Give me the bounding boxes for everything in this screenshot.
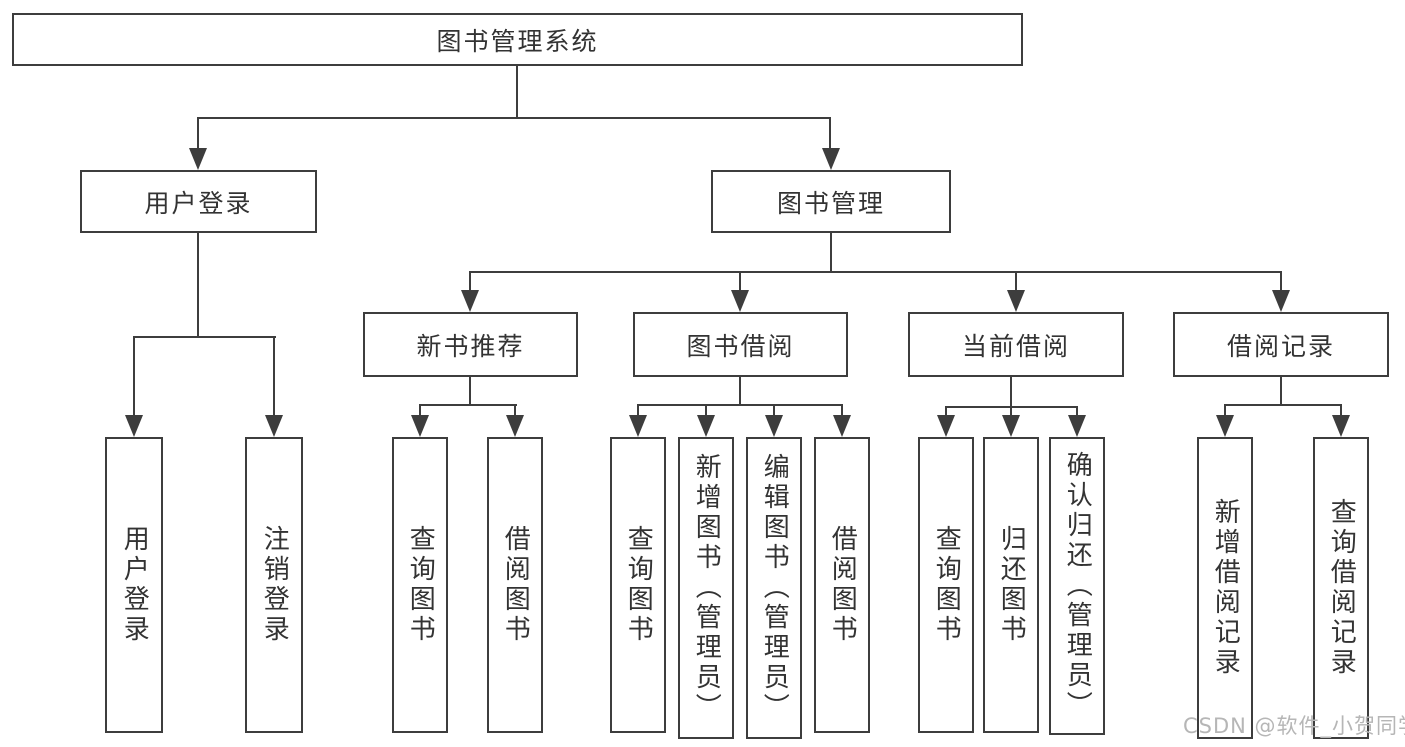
leaf-return-book: 归还图书 xyxy=(983,437,1039,733)
arrow-down-icon xyxy=(937,415,955,437)
leaf-logout: 注销登录 xyxy=(245,437,303,733)
connector-line xyxy=(841,404,843,420)
connector-line xyxy=(739,271,741,295)
connector-line xyxy=(739,375,741,406)
leaf-query-books-current: 查询图书 xyxy=(918,437,974,733)
connector-line xyxy=(1280,375,1282,406)
connector-line xyxy=(419,404,421,420)
arrow-down-icon xyxy=(1068,415,1086,437)
node-book-management: 图书管理 xyxy=(711,170,951,233)
connector-line xyxy=(1224,404,1342,406)
arrow-down-icon xyxy=(765,415,783,437)
node-user-login: 用户登录 xyxy=(80,170,317,233)
leaf-query-books-borrowing: 查询图书 xyxy=(610,437,666,733)
connector-line xyxy=(516,64,518,119)
leaf-query-borrow-record: 查询借阅记录 xyxy=(1313,437,1369,739)
arrow-down-icon xyxy=(461,290,479,312)
connector-line xyxy=(1015,271,1017,295)
node-book-borrowing: 图书借阅 xyxy=(633,312,848,377)
arrow-down-icon xyxy=(411,415,429,437)
leaf-confirm-return-admin: 确认归还（管理员） xyxy=(1049,437,1105,735)
connector-line xyxy=(773,404,775,420)
connector-line xyxy=(133,336,276,338)
connector-line xyxy=(197,231,199,338)
connector-line xyxy=(945,406,947,420)
arrow-down-icon xyxy=(1216,415,1234,437)
arrow-down-icon xyxy=(731,290,749,312)
connector-line xyxy=(829,117,831,155)
connector-line xyxy=(133,336,135,420)
connector-line xyxy=(637,404,843,406)
connector-line xyxy=(514,404,516,420)
leaf-user-login: 用户登录 xyxy=(105,437,163,733)
leaf-edit-book-admin: 编辑图书（管理员） xyxy=(746,437,802,739)
arrow-down-icon xyxy=(1007,290,1025,312)
leaf-add-borrow-record: 新增借阅记录 xyxy=(1197,437,1253,739)
connector-line xyxy=(1224,404,1226,420)
csdn-watermark: CSDN @软件_小贺同学 xyxy=(1183,714,1405,738)
leaf-query-books-recommend: 查询图书 xyxy=(392,437,448,733)
connector-line xyxy=(1280,271,1282,295)
arrow-down-icon xyxy=(265,415,283,437)
node-current-borrowing: 当前借阅 xyxy=(908,312,1124,377)
node-library-system: 图书管理系统 xyxy=(12,13,1023,66)
connector-line xyxy=(419,404,517,406)
connector-line xyxy=(637,404,639,420)
leaf-borrow-books-recommend: 借阅图书 xyxy=(487,437,543,733)
connector-line xyxy=(705,404,707,420)
connector-line xyxy=(273,336,275,420)
connector-line xyxy=(1010,406,1012,420)
arrow-down-icon xyxy=(697,415,715,437)
leaf-add-book-admin: 新增图书（管理员） xyxy=(678,437,734,739)
connector-line xyxy=(830,231,832,273)
connector-line xyxy=(469,375,471,406)
connector-line xyxy=(197,117,199,155)
connector-line xyxy=(1076,406,1078,420)
connector-line xyxy=(469,271,471,295)
arrow-down-icon xyxy=(629,415,647,437)
connector-line xyxy=(1010,375,1012,408)
arrow-down-icon xyxy=(1002,415,1020,437)
leaf-borrow-books-borrowing: 借阅图书 xyxy=(814,437,870,733)
arrow-down-icon xyxy=(822,148,840,170)
arrow-down-icon xyxy=(1272,290,1290,312)
arrow-down-icon xyxy=(833,415,851,437)
connector-line xyxy=(1340,404,1342,420)
arrow-down-icon xyxy=(506,415,524,437)
connector-line xyxy=(469,271,1282,273)
node-new-book-recommend: 新书推荐 xyxy=(363,312,578,377)
arrow-down-icon xyxy=(1332,415,1350,437)
arrow-down-icon xyxy=(189,148,207,170)
node-borrowing-records: 借阅记录 xyxy=(1173,312,1389,377)
arrow-down-icon xyxy=(125,415,143,437)
connector-line xyxy=(197,117,831,119)
